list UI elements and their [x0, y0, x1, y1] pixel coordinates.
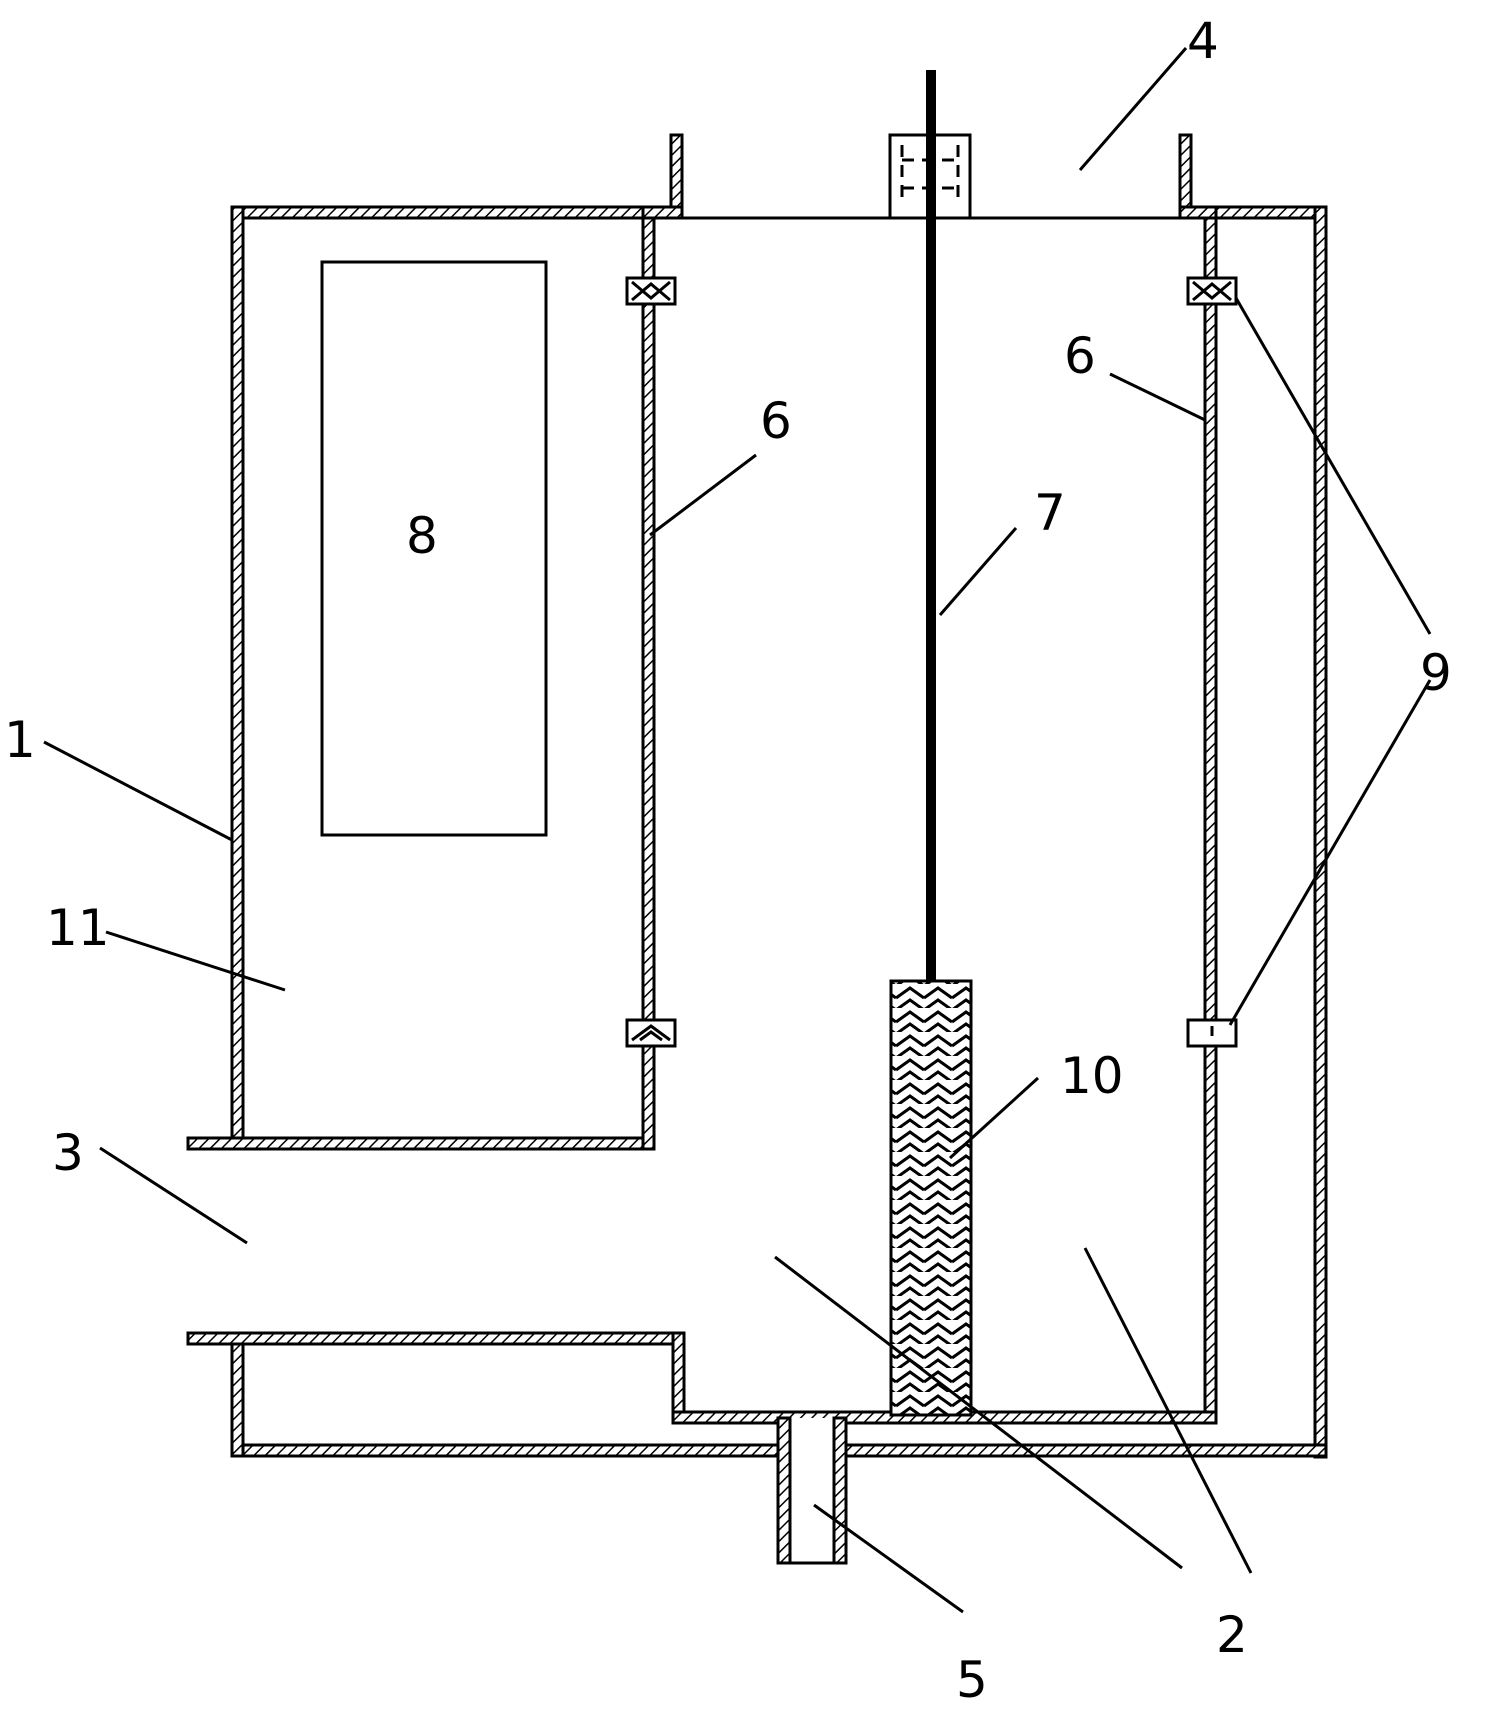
- label-6-right: 6: [1064, 327, 1096, 385]
- sensor-bottom-left: [625, 1018, 677, 1048]
- rod-7: [926, 70, 936, 982]
- sensor-group: [625, 276, 1238, 1048]
- leader-lines: [43, 47, 1432, 1614]
- sensor-bottom-right: [1186, 1018, 1238, 1048]
- drain-pipe: [776, 1416, 848, 1565]
- filter-10: [889, 979, 973, 1417]
- label-5: 5: [956, 1651, 988, 1709]
- label-10: 10: [1060, 1047, 1124, 1105]
- sensor-top-left: [625, 276, 677, 306]
- sensor-top-right: [1186, 276, 1238, 306]
- label-7: 7: [1034, 484, 1066, 542]
- label-1: 1: [4, 711, 36, 769]
- label-3: 3: [52, 1124, 84, 1182]
- label-4: 4: [1187, 12, 1219, 70]
- label-8: 8: [406, 507, 438, 565]
- inlet-channel: [186, 1136, 686, 1425]
- label-9: 9: [1420, 644, 1452, 702]
- labels: 4 6 6 7 8 9 1 11 10 3 2 5: [4, 12, 1452, 1709]
- label-11: 11: [46, 899, 110, 957]
- block-8: [320, 260, 548, 837]
- label-6-left: 6: [760, 392, 792, 450]
- inner-vessel: [641, 133, 1218, 1425]
- label-2: 2: [1216, 1606, 1248, 1664]
